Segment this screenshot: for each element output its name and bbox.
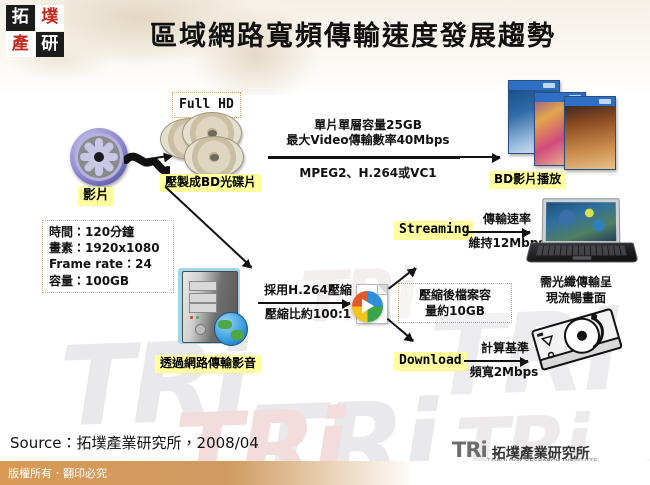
hard-disk-icon	[528, 305, 628, 375]
spec-line-framerate: Frame rate：24	[49, 257, 152, 272]
fiber-note-line1: 需光纖傳輸呈	[539, 275, 612, 289]
video-spec-box: 時間：120分鐘 畫素：1920x1080 Frame rate：24 容量：1…	[42, 220, 174, 293]
server-tower-icon	[178, 268, 248, 348]
film-strip-icon	[124, 148, 170, 182]
arrow-server-to-file	[258, 299, 351, 309]
film-reel-icon	[70, 128, 132, 188]
disc-capacity-line2: 最大Video傳輸數率40Mbps	[286, 133, 450, 147]
footer-logo: TRi 拓墣產業研究所	[452, 437, 590, 462]
streaming-rate-line2: 維持12Mbps	[468, 236, 546, 250]
spec-line-resolution: 畫素：1920x1080	[49, 241, 160, 256]
arrow-download-to-disk	[464, 357, 529, 367]
company-logo: 拓 墣 產 研	[6, 5, 64, 57]
bd-playback-label: BD影片播放	[489, 171, 567, 189]
full-hd-badge: Full HD	[172, 92, 241, 118]
disc-capacity-line1: 單片單層容量25GB	[314, 118, 422, 132]
compression-line1: 採用H.264壓縮	[264, 283, 352, 297]
bluray-cases-icon	[508, 80, 636, 170]
logo-char-1: 拓	[6, 5, 35, 31]
media-file-icon	[352, 284, 390, 324]
footer-logo-cn: 拓墣產業研究所	[491, 446, 590, 462]
download-rate-line1: 計算基準	[480, 341, 529, 355]
arrow-film-to-server	[164, 186, 253, 268]
divider-line	[268, 156, 460, 159]
spec-line-capacity: 容量：100GB	[49, 273, 130, 288]
server-node-label: 透過網路傳輸影音	[155, 355, 262, 373]
optical-discs-icon	[160, 112, 252, 180]
compressed-size-box: 壓縮後檔案容 量約10GB	[398, 283, 512, 324]
logo-char-4: 研	[35, 31, 64, 57]
compression-line2: 壓縮比約100:1	[264, 307, 352, 321]
spec-line-time: 時間：120分鐘	[49, 225, 135, 239]
fiber-note-line2: 現流暢畫面	[545, 291, 606, 305]
logo-char-3: 產	[6, 31, 35, 57]
compressed-size-line1: 壓縮後檔案容	[418, 288, 491, 302]
codec-line: MPEG2、H.264或VC1	[299, 166, 437, 180]
laptop-icon	[525, 198, 639, 264]
logo-char-2: 墣	[35, 5, 64, 31]
streaming-label: Streaming	[394, 221, 475, 240]
compressed-size-line2: 量約10GB	[425, 304, 485, 319]
footer-logo-mark: TRi	[452, 438, 488, 462]
streaming-rate-line1: 傳輸速率	[482, 212, 531, 226]
film-node-label: 影片	[78, 187, 115, 206]
download-rate-line2: 頻寬2Mbps	[469, 365, 539, 379]
disc-node-label: 壓製成BD光碟片	[160, 174, 262, 192]
copyright-text: 版權所有．翻印必究	[8, 467, 107, 480]
footer-bar	[0, 461, 650, 485]
arrow-streaming-to-laptop	[466, 228, 531, 238]
download-label: Download	[394, 352, 467, 371]
arrow-disc-to-bd	[460, 153, 501, 163]
source-note: Source：拓墣產業研究所，2008/04	[10, 434, 259, 452]
page-title: 區域網路寬頻傳輸速度發展趨勢	[150, 21, 556, 52]
